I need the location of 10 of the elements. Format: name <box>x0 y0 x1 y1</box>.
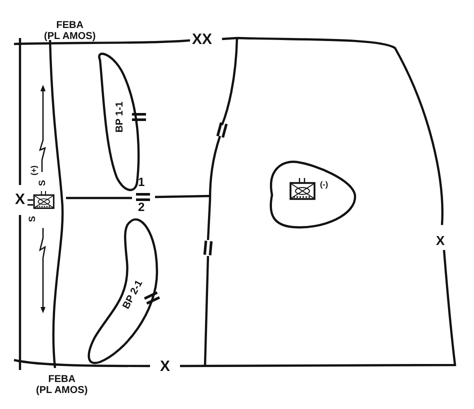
map-label: (+) <box>30 165 40 176</box>
map-label: FEBA (PL AMOS) <box>44 20 96 42</box>
area-label: (-) <box>320 181 328 189</box>
map-label: S <box>38 180 48 186</box>
map-label: 2 <box>138 201 145 214</box>
area-label: BP 2-1 <box>122 279 146 311</box>
map-label: S <box>28 216 38 222</box>
map-label: 1 <box>138 176 145 190</box>
area-label: BP 1-1 <box>115 102 126 132</box>
map-label: FEBA (PL AMOS) <box>36 374 88 396</box>
